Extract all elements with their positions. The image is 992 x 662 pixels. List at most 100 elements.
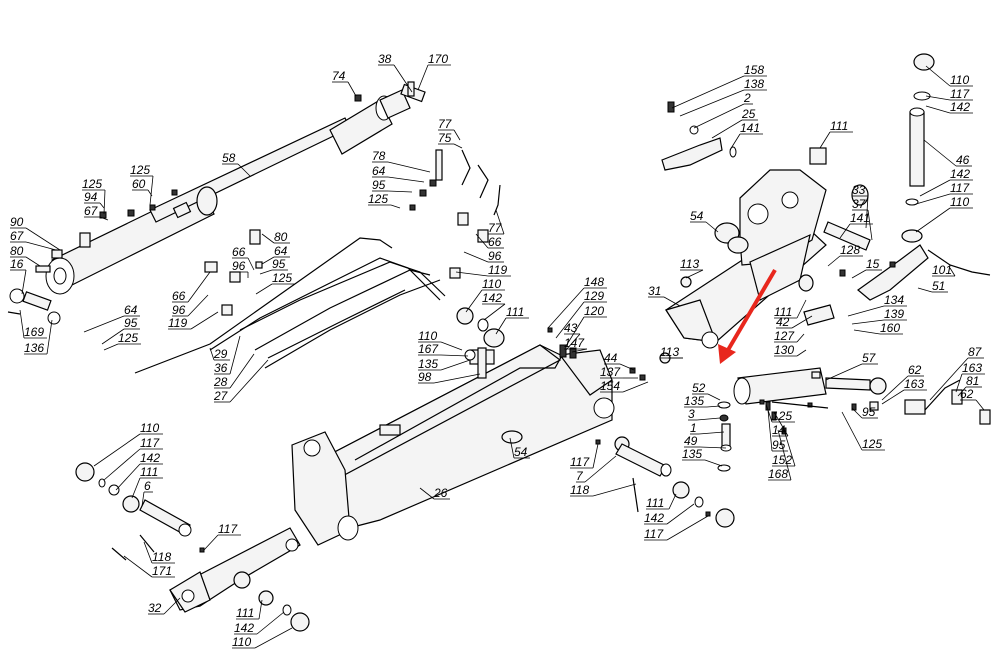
leader-line: [671, 75, 745, 109]
callout-label: 80: [274, 230, 288, 244]
callout-label: 66: [488, 235, 502, 249]
hydraulic-cylinder-58: [45, 83, 426, 295]
leader-line: [483, 303, 506, 321]
callout-label: 163: [962, 361, 982, 375]
callout-label: 125: [862, 437, 882, 451]
callout-label: 118: [570, 483, 589, 497]
callout-label: 147: [564, 336, 585, 350]
leader-line: [99, 216, 109, 221]
leader-line: [261, 233, 275, 244]
leader-lines: [10, 64, 985, 649]
callout-label: 128: [840, 243, 860, 257]
callout-label: 142: [234, 621, 254, 635]
leader-line: [693, 103, 745, 129]
leader-line: [919, 179, 951, 197]
callout-label: 135: [682, 447, 702, 461]
callout-label: 38: [378, 52, 392, 66]
leader-line: [495, 317, 507, 335]
leader-line: [19, 309, 25, 339]
callout-label: 113: [660, 345, 679, 359]
leader-line: [923, 139, 957, 167]
leader-line: [101, 328, 125, 345]
callout-label: 29: [213, 347, 228, 361]
leader-line: [957, 386, 967, 397]
leader-line: [453, 143, 463, 149]
callout-label: 28: [213, 375, 228, 389]
callout-label: 94: [84, 190, 98, 204]
red-arrow-icon: [718, 268, 777, 364]
leader-line: [592, 483, 637, 497]
callout-label: 167: [418, 342, 439, 356]
callout-label: 119: [488, 263, 507, 277]
callout-label: 169: [24, 325, 44, 339]
callout-label: 111: [774, 305, 792, 319]
leader-line: [419, 487, 435, 500]
leader-line: [99, 202, 105, 209]
leader-line: [915, 207, 951, 233]
leader-line: [819, 131, 831, 149]
callout-label: 67: [84, 204, 99, 218]
callout-label: 110: [232, 635, 251, 649]
leader-line: [827, 255, 841, 267]
leader-line: [773, 411, 789, 437]
callout-label: 15: [866, 257, 880, 271]
callout-label: 125: [368, 192, 388, 206]
callout-label: 95: [124, 316, 138, 330]
leader-line: [255, 283, 273, 295]
leader-line: [149, 175, 154, 206]
hose-lines: [134, 237, 446, 374]
leader-line: [955, 373, 963, 393]
callout-label: 163: [904, 377, 924, 391]
callout-label: 111: [506, 305, 524, 319]
callout-label: 16: [10, 257, 24, 271]
leader-line: [975, 399, 985, 411]
leader-line: [465, 289, 483, 313]
callout-label: 74: [332, 69, 346, 83]
leader-line: [147, 189, 153, 197]
callout-label: 129: [584, 289, 604, 303]
leader-line: [141, 491, 145, 507]
bracket-upper: [661, 101, 737, 171]
leader-line: [21, 269, 27, 295]
callout-label: 62: [960, 387, 974, 401]
leader-line: [729, 133, 741, 151]
leader-line: [865, 195, 869, 229]
callout-label: 64: [372, 164, 386, 178]
leader-line: [777, 429, 792, 481]
leader-line: [390, 204, 401, 209]
callout-label: 1: [690, 421, 697, 435]
leader-line: [115, 463, 141, 491]
leader-line: [440, 354, 469, 357]
leader-line: [679, 89, 745, 117]
callout-label: 142: [482, 291, 502, 305]
leader-line: [622, 381, 649, 393]
callout-label: 154: [600, 379, 620, 393]
callout-label: 46: [956, 153, 970, 167]
callout-label: 141: [850, 211, 870, 225]
callout-label: 36: [214, 361, 228, 375]
leader-line: [668, 493, 677, 510]
callout-label: 33: [852, 183, 866, 197]
callout-label: 51: [932, 279, 945, 293]
leader-line: [711, 119, 743, 139]
callout-label: 78: [372, 149, 386, 163]
callout-label: 44: [604, 351, 618, 365]
callout-label: 110: [418, 329, 437, 343]
small-parts-left: [7, 81, 415, 325]
leader-line: [203, 534, 219, 551]
leader-line: [83, 315, 125, 333]
leader-line: [698, 431, 725, 435]
callout-label: 170: [428, 52, 448, 66]
leader-line: [387, 176, 425, 183]
leader-line: [209, 347, 215, 361]
leader-line: [261, 256, 275, 265]
leader-line: [685, 269, 704, 279]
callout-label: 138: [744, 77, 764, 91]
link-32-assembly: [75, 462, 310, 632]
leader-line: [765, 403, 773, 423]
callout-label: 119: [168, 316, 187, 330]
leader-line: [25, 241, 57, 251]
callout-label: 111: [830, 119, 848, 133]
leader-line: [229, 335, 241, 375]
